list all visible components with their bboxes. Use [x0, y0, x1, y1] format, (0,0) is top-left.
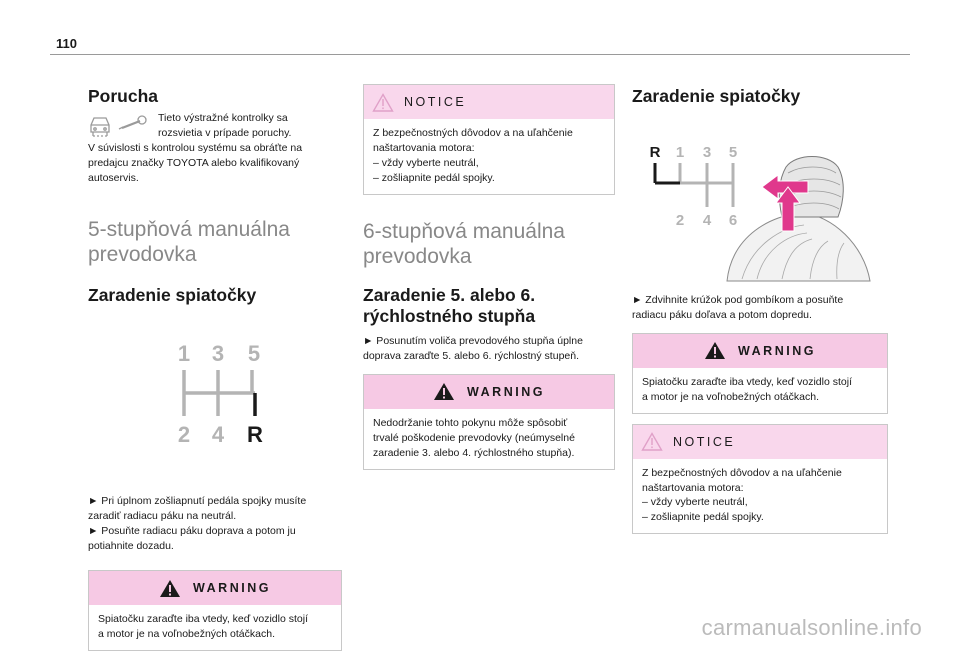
warning-header: WARNING: [89, 571, 341, 605]
warning-label: WARNING: [193, 581, 271, 595]
notice-line-4: – zošliapnite pedál spojky.: [642, 511, 764, 524]
page-number: 110: [56, 36, 77, 51]
section-title-line-2: prevodovka: [88, 243, 197, 267]
warning-line-1: Nedodržanie tohto pokynu môže spôsobiť: [373, 416, 568, 429]
fault-text-4: predajcu značky TOYOTA alebo kvalifikova…: [88, 157, 300, 169]
reverse-title-6speed: Zaradenie spiatočky: [632, 86, 801, 106]
notice-line-2: naštartovania motora:: [373, 141, 475, 154]
arrow-up-icon: [775, 186, 801, 232]
section-title-line-1: 6-stupňová manuálna: [363, 219, 565, 243]
shift-text: ► Posunutím voliča prevodového stupňa úp…: [363, 334, 613, 364]
watermark: carmanualsonline.info: [701, 615, 922, 640]
gear-label-r: R: [650, 144, 661, 161]
gear-lever-illustration: R 1 3 5 2 4 6: [650, 144, 871, 282]
reverse-title: Zaradenie spiatočky: [88, 285, 257, 306]
warning-box: WARNING Spiatočku zaraďte iba vtedy, keď…: [632, 332, 888, 414]
gear-diagram-5speed: 1 3 5 2 4 R: [178, 341, 263, 447]
warning-line-2: trvalé poškodenie prevodovky (neúmyselné: [373, 431, 575, 444]
gear-label-6: 6: [729, 212, 737, 229]
notice-line-1: Z bezpečnostných dôvodov a na uľahčenie: [373, 127, 573, 139]
warning-triangle-icon: [705, 342, 726, 360]
notice-body: Z bezpečnostných dôvodov a na uľahčenie …: [364, 119, 614, 194]
warning-box: WARNING Spiatočku zaraďte iba vtedy, keď…: [88, 570, 342, 651]
warning-label: WARNING: [738, 343, 816, 358]
notice-line-3: – vždy vyberte neutrál,: [642, 496, 748, 509]
warning-body: Spiatočku zaraďte iba vtedy, keď vozidlo…: [633, 368, 887, 413]
section-title-5speed: 5-stupňová manuálna prevodovka: [88, 217, 338, 267]
gear-label-3: 3: [703, 144, 711, 161]
notice-line-4: – zošliapnite pedál spojky.: [373, 171, 495, 184]
warning-header: WARNING: [633, 333, 887, 368]
column-3: Zaradenie spiatočky R 1 3 5 2 4 6: [632, 84, 888, 535]
warning-line-3: zaradenie 3. alebo 4. rýchlostného stupň…: [373, 446, 575, 459]
notice-triangle-icon: [641, 432, 663, 451]
notice-box: NOTICE Z bezpečnostných dôvodov a na uľa…: [363, 84, 615, 195]
fault-text-5: autoservis.: [88, 172, 139, 184]
notice-line-3: – vždy vyberte neutrál,: [373, 156, 479, 169]
notice-body: Z bezpečnostných dôvodov a na uľahčenie …: [633, 459, 887, 534]
arrow-left-icon: [761, 174, 809, 200]
notice-header: NOTICE: [364, 85, 614, 119]
steps: ► Pri úplnom zošliapnutí pedála spojky m…: [88, 494, 338, 554]
gear-label-2: 2: [178, 422, 190, 447]
top-rule: [50, 54, 910, 55]
notice-header: NOTICE: [633, 424, 887, 459]
gear-label-3: 3: [212, 341, 224, 366]
warning-body: Spiatočku zaraďte iba vtedy, keď vozidlo…: [89, 605, 341, 650]
warning-text-2: a motor je na voľnobežných otáčkach.: [98, 627, 275, 640]
gear-label-4: 4: [703, 212, 712, 229]
step-line-2: radiacu páku doľava a potom dopredu.: [632, 308, 812, 321]
step-line-1: ► Pri úplnom zošliapnutí pedála spojky m…: [88, 495, 307, 508]
warning-body: Nedodržanie tohto pokynu môže spôsobiť t…: [364, 409, 614, 469]
section-title-line-1: 5-stupňová manuálna: [88, 218, 290, 241]
notice-label: NOTICE: [404, 95, 467, 109]
section-title-6speed: 6-stupňová manuálna prevodovka: [363, 219, 613, 269]
warning-header: WARNING: [364, 374, 614, 409]
notice-line-1: Z bezpečnostných dôvodov a na uľahčenie: [642, 466, 842, 479]
fault-text-3: V súvislosti s kontrolou systému sa obrá…: [88, 142, 303, 154]
notice-label: NOTICE: [673, 434, 736, 449]
warning-lamps-icon: [90, 115, 147, 137]
gear-label-r: R: [247, 422, 263, 447]
notice-line-2: naštartovania motora:: [642, 481, 744, 494]
step-line-2: zaradiť radiacu páku na neutrál.: [88, 510, 237, 523]
fault-text-2: rozsvietia v prípade poruchy.: [158, 127, 292, 139]
steps: ► Zdvihnite krúžok pod gombíkom a posuňt…: [632, 293, 882, 323]
warning-text-1: Spiatočku zaraďte iba vtedy, keď vozidlo…: [98, 613, 308, 625]
fault-block: Tieto výstražné kontrolky sa rozsvietia …: [88, 111, 338, 193]
warning-text-1: Spiatočku zaraďte iba vtedy, keď vozidlo…: [642, 375, 852, 388]
gear-label-1: 1: [676, 144, 684, 161]
gear-label-5: 5: [729, 144, 737, 161]
step-line-4: potiahnite dozadu.: [88, 540, 174, 553]
shift-title-line-2: rýchlostného stupňa: [363, 306, 536, 326]
shift-text-1: ► Posunutím voliča prevodového stupňa úp…: [363, 335, 583, 347]
gear-label-5: 5: [248, 341, 260, 366]
warning-triangle-icon: [160, 579, 181, 597]
notice-box: NOTICE Z bezpečnostných dôvodov a na uľa…: [632, 423, 888, 535]
gear-label-4: 4: [212, 422, 225, 447]
step-line-1: ► Zdvihnite krúžok pod gombíkom a posuňt…: [632, 294, 844, 306]
gear-label-2: 2: [676, 212, 684, 229]
step-line-3: ► Posuňte radiacu páku doprava a potom j…: [88, 525, 296, 538]
shift-text-2: doprava zaraďte 5. alebo 6. rýchlostný s…: [363, 349, 579, 362]
warning-box: WARNING Nedodržanie tohto pokynu môže sp…: [363, 373, 615, 470]
warning-label: WARNING: [467, 384, 545, 399]
warning-text-2: a motor je na voľnobežných otáčkach.: [642, 390, 819, 403]
shift-title: Zaradenie 5. alebo 6. rýchlostného stupň…: [363, 285, 613, 327]
notice-triangle-icon: [372, 92, 394, 112]
fault-title: Porucha: [88, 86, 159, 106]
column-1: Porucha Tieto výstražné kontrolky sa roz…: [88, 84, 342, 651]
fault-text-1: Tieto výstražné kontrolky sa: [158, 112, 288, 124]
shift-title-line-1: Zaradenie 5. alebo 6.: [363, 285, 536, 305]
section-title-line-2: prevodovka: [363, 244, 472, 268]
gear-label-1: 1: [178, 341, 190, 366]
warning-triangle-icon: [434, 383, 455, 401]
column-2: NOTICE Z bezpečnostných dôvodov a na uľa…: [363, 84, 615, 470]
